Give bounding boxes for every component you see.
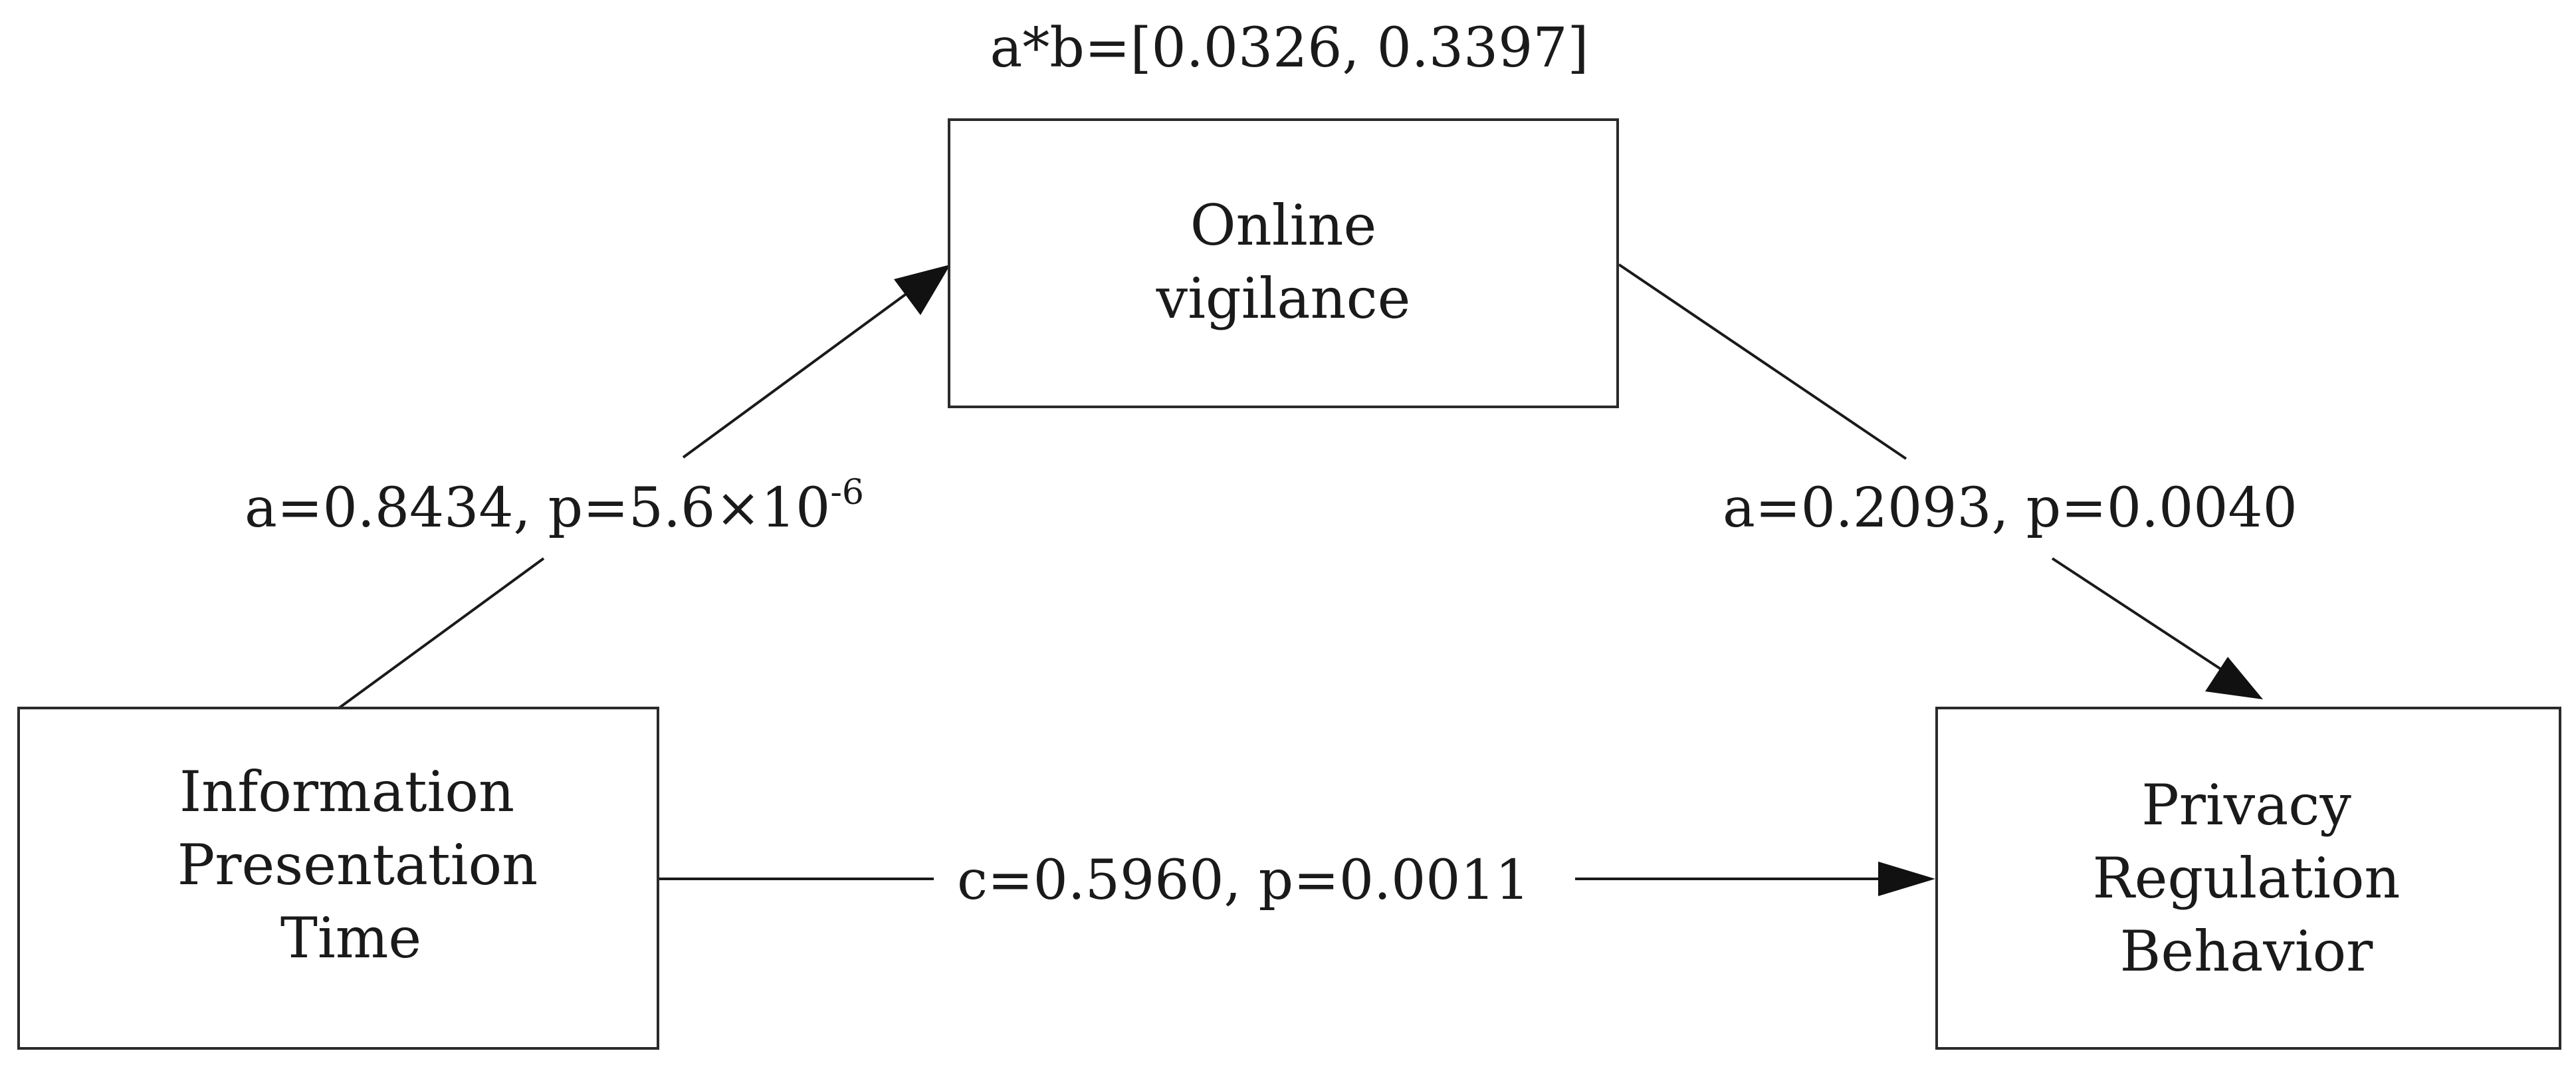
path-b-upper-segment — [1618, 263, 1907, 460]
path-a-label: a=0.8434, p=5.6×10-6 — [245, 473, 864, 540]
indirect-effect-label: a*b=[0.0326, 0.3397] — [990, 17, 1588, 80]
node-information-line-2: Presentation — [177, 832, 538, 897]
node-online-vigilance-line-2: vigilance — [1156, 266, 1411, 331]
node-information-line-1: Information — [179, 759, 514, 824]
path-c-label: c=0.5960, p=0.0011 — [957, 849, 1530, 912]
path-a-label-main: a=0.8434, p=5.6×10 — [245, 477, 830, 540]
node-privacy-regulation-behavior — [1935, 707, 2561, 1050]
node-privacy-line-1: Privacy — [2141, 772, 2351, 838]
path-c-arrowhead — [1878, 862, 1935, 896]
path-a-upper-segment — [682, 285, 918, 459]
node-online-vigilance — [948, 118, 1619, 408]
node-information-presentation-time — [17, 707, 659, 1050]
node-information-line-3: Time — [280, 905, 421, 971]
path-b-label: a=0.2093, p=0.0040 — [1723, 477, 2298, 540]
path-b-lower-segment — [2051, 557, 2228, 674]
path-b-arrowhead — [2205, 657, 2263, 699]
path-a-label-exponent: -6 — [830, 473, 864, 513]
node-online-vigilance-line-1: Online — [1190, 193, 1377, 258]
node-privacy-line-3: Behavior — [2120, 919, 2374, 984]
path-a-arrowhead — [894, 265, 950, 315]
node-privacy-line-2: Regulation — [2092, 846, 2400, 911]
path-a-lower-segment — [338, 557, 545, 709]
